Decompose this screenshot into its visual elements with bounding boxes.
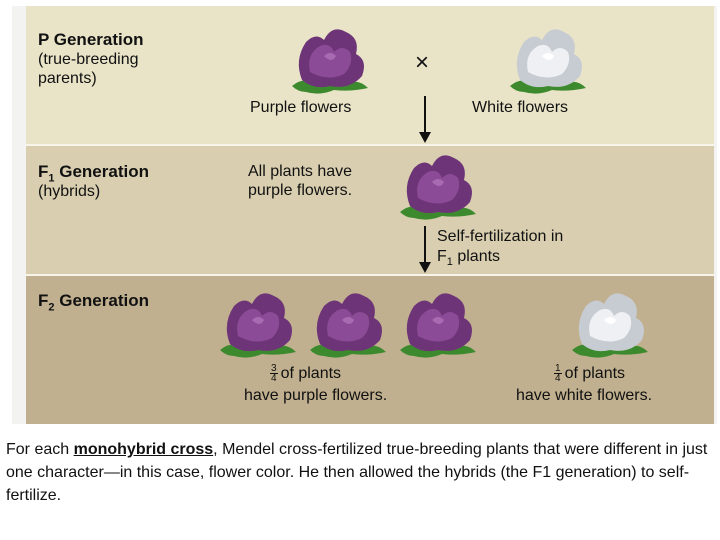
purple-flower-icon — [388, 146, 488, 226]
band-divider — [26, 144, 714, 146]
f2-white-description: have white flowers. — [516, 387, 653, 404]
purple-flowers-label: Purple flowers — [250, 99, 352, 116]
down-arrow-icon — [419, 226, 431, 273]
self-fertilization-label-1: Self-fertilization in — [437, 228, 564, 245]
white-flower-icon — [560, 284, 660, 364]
p-generation-title: P Generation — [38, 30, 144, 49]
white-flowers-label: White flowers — [472, 99, 569, 116]
f1-description-2: purple flowers. — [248, 182, 353, 199]
f1-generation-title: F1 Generation — [38, 162, 149, 185]
self-fertilization-label-2: F1 plants — [437, 248, 501, 269]
band-divider — [26, 274, 714, 276]
purple-flower-icon — [298, 284, 398, 364]
p-generation-band — [26, 6, 714, 145]
f1-generation-band — [26, 145, 714, 275]
f2-purple-description: have purple flowers. — [244, 387, 388, 404]
down-arrow-icon — [419, 96, 431, 143]
cross-symbol: × — [415, 49, 430, 76]
purple-flower-icon — [208, 284, 308, 364]
white-flower-icon — [498, 20, 598, 100]
purple-flower-icon — [388, 284, 488, 364]
f1-generation-subtitle: (hybrids) — [38, 183, 101, 200]
p-generation-subtitle-1: (true-breeding — [38, 51, 139, 68]
purple-flower-icon — [280, 20, 380, 100]
p-generation-subtitle-2: parents) — [38, 70, 97, 87]
figure-caption: For each monohybrid cross, Mendel cross-… — [6, 441, 708, 504]
mendel-cross-figure: P Generation (true-breeding parents) × P… — [12, 6, 717, 424]
monohybrid-cross-term: monohybrid cross — [73, 441, 214, 458]
f1-description-1: All plants have — [248, 163, 353, 180]
f2-generation-title: F2 Generation — [38, 291, 149, 314]
